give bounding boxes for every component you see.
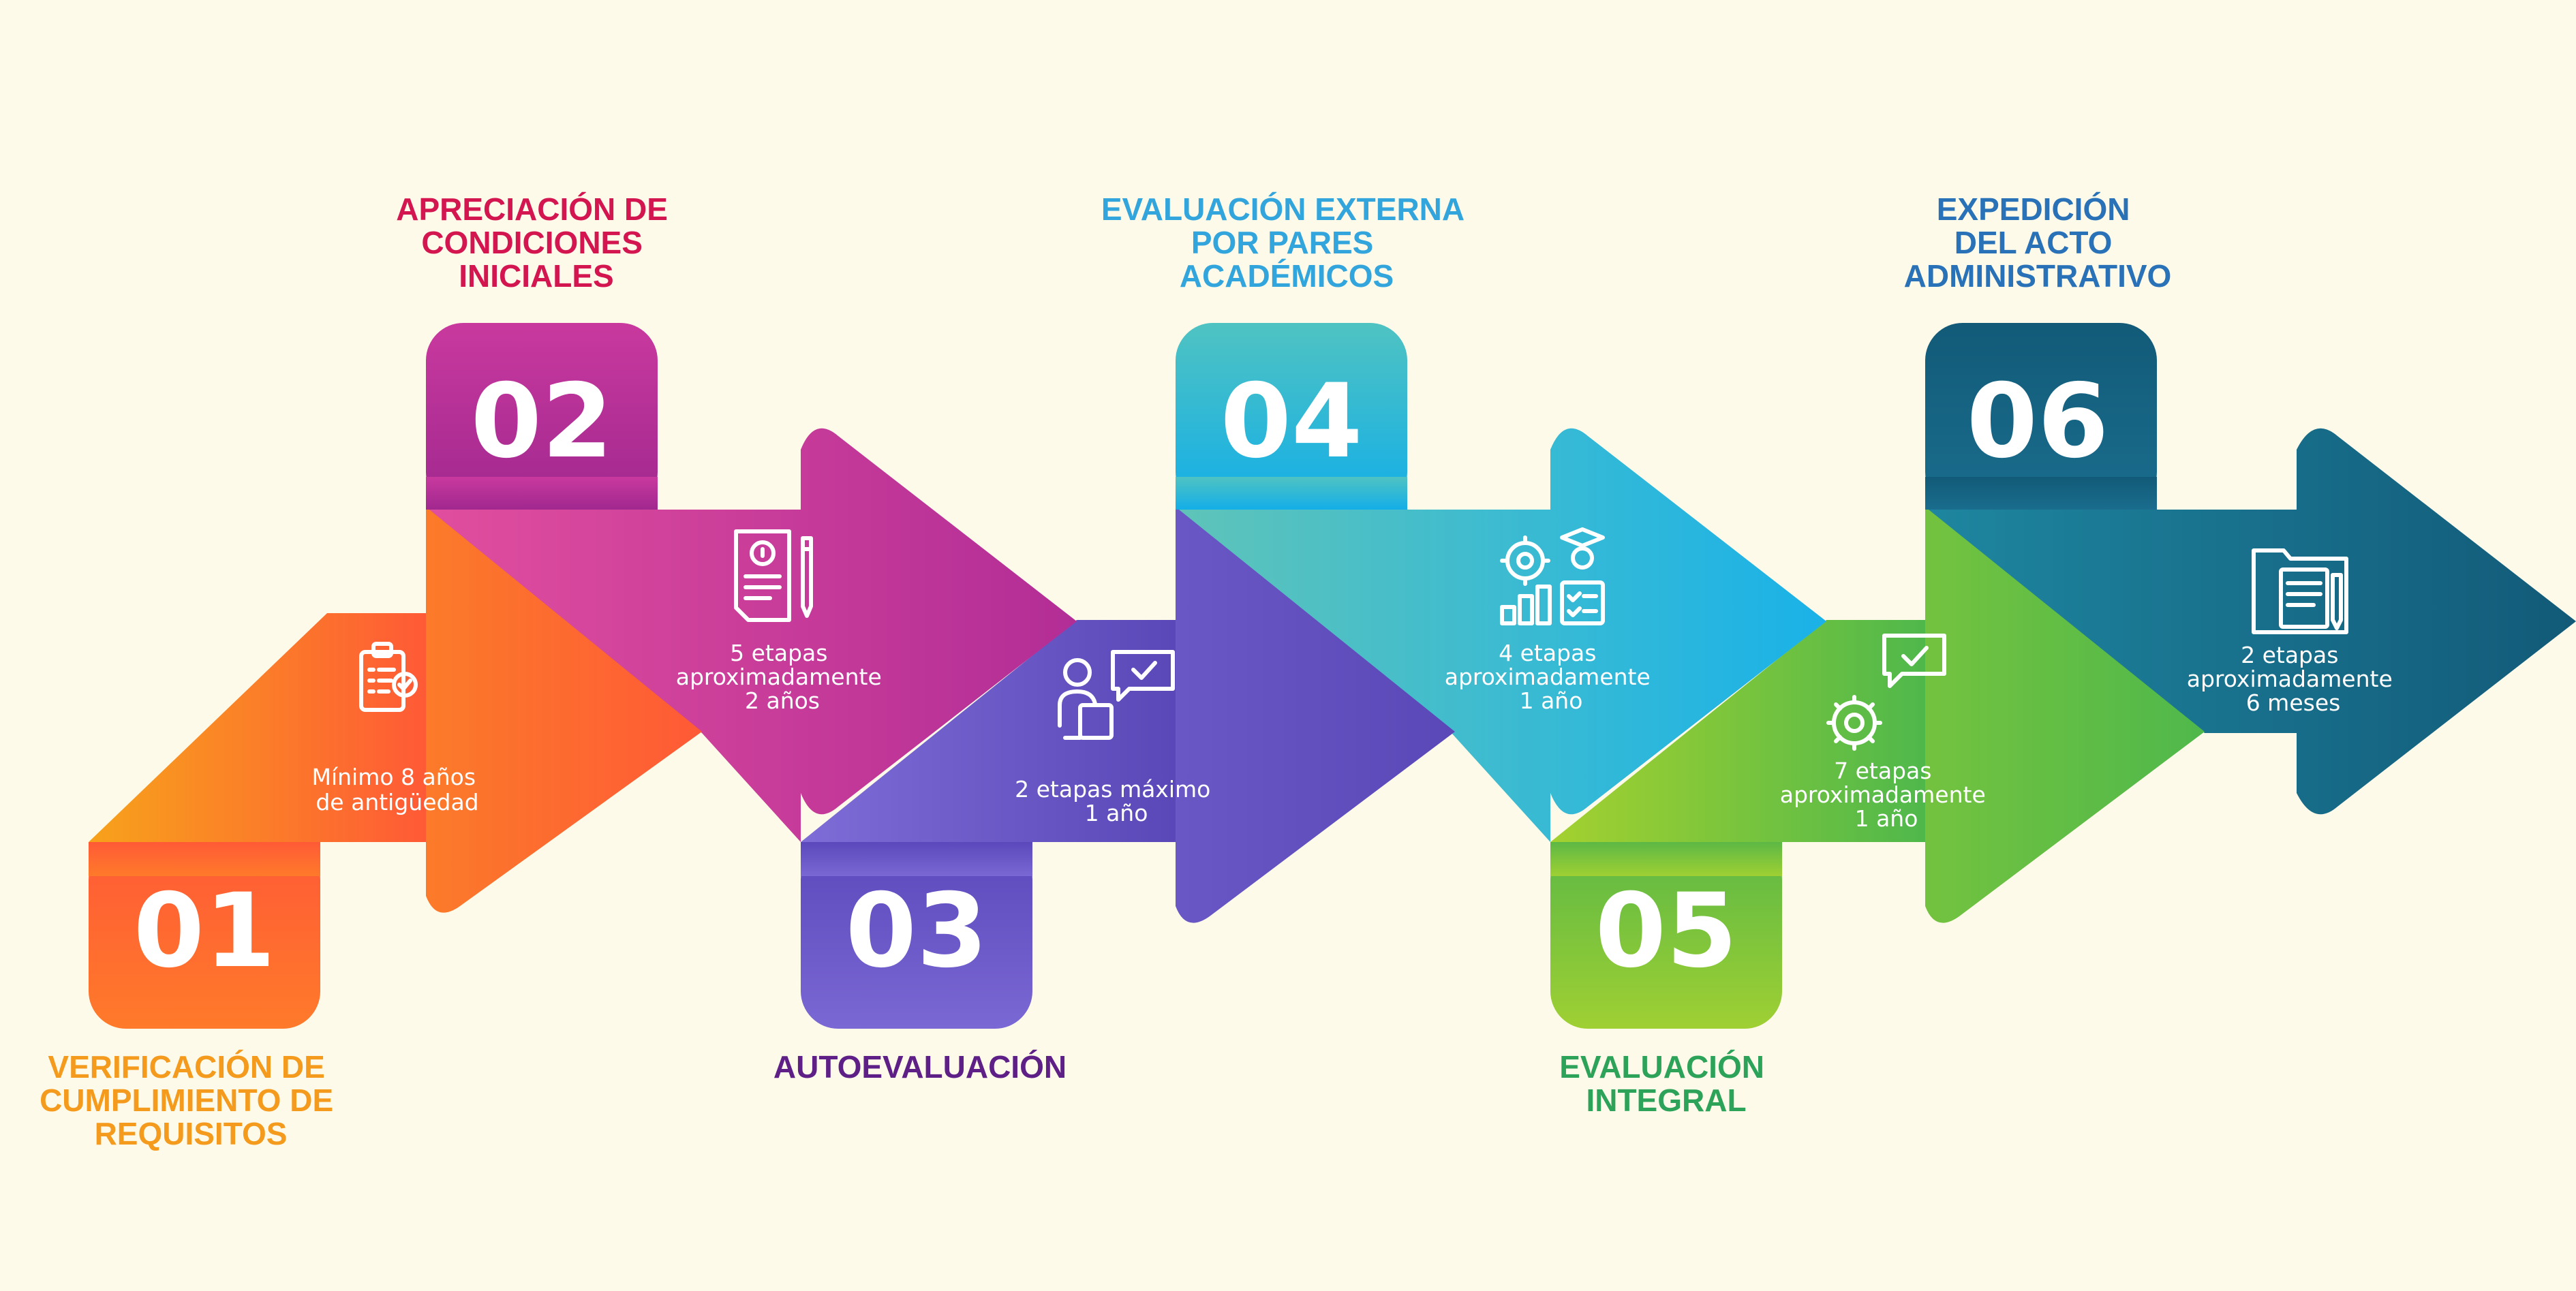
step-02-number: 02 xyxy=(471,362,613,481)
step-04-info: 4 etapas aproximadamente 1 año xyxy=(1445,640,1658,714)
step-02-title: APRECIACIÓN DE CONDICIONES INICIALES xyxy=(396,191,677,294)
person-reading-chat-icon xyxy=(1058,650,1175,740)
step-05-arrow xyxy=(1550,510,2205,1029)
step-03-arrow xyxy=(801,510,1455,1029)
step-06-info: 2 etapas aproximadamente 6 meses xyxy=(2187,642,2400,716)
step-06-arrow xyxy=(1925,323,2576,815)
clipboard-checklist-icon xyxy=(359,642,418,712)
step-05-info: 7 etapas aproximadamente 1 año xyxy=(1780,758,1993,832)
step-04-title: EVALUACIÓN EXTERNA POR PARES ACADÉMICOS xyxy=(1101,191,1472,294)
step-05-number: 05 xyxy=(1595,872,1738,991)
step-01-arrow xyxy=(89,510,702,1029)
step-03-title: AUTOEVALUACIÓN xyxy=(773,1049,1067,1085)
gear-chat-check-icon xyxy=(1826,634,1946,751)
document-pen-icon xyxy=(734,529,813,622)
step-06-number: 06 xyxy=(1967,362,2109,481)
step-05-title: EVALUACIÓN INTEGRAL xyxy=(1559,1049,1773,1118)
step-01-info: Mínimo 8 años de antigüedad xyxy=(311,764,482,815)
step-04-number: 04 xyxy=(1221,362,1363,481)
step-03-info: 2 etapas máximo 1 año xyxy=(1015,776,1218,826)
step-02-info: 5 etapas aproximadamente 2 años xyxy=(676,640,889,714)
step-02-arrow xyxy=(426,323,1077,842)
folder-document-icon xyxy=(2252,548,2348,634)
step-03-number: 03 xyxy=(846,872,988,991)
step-04-arrow xyxy=(1176,323,1826,842)
step-06-title: EXPEDICIÓN DEL ACTO ADMINISTRATIVO xyxy=(1904,191,2172,294)
step-01-number: 01 xyxy=(134,872,276,991)
gear-graduate-chart-icon xyxy=(1500,527,1605,625)
step-01-title: VERIFICACIÓN DE CUMPLIMIENTO DE REQUISIT… xyxy=(40,1049,342,1151)
